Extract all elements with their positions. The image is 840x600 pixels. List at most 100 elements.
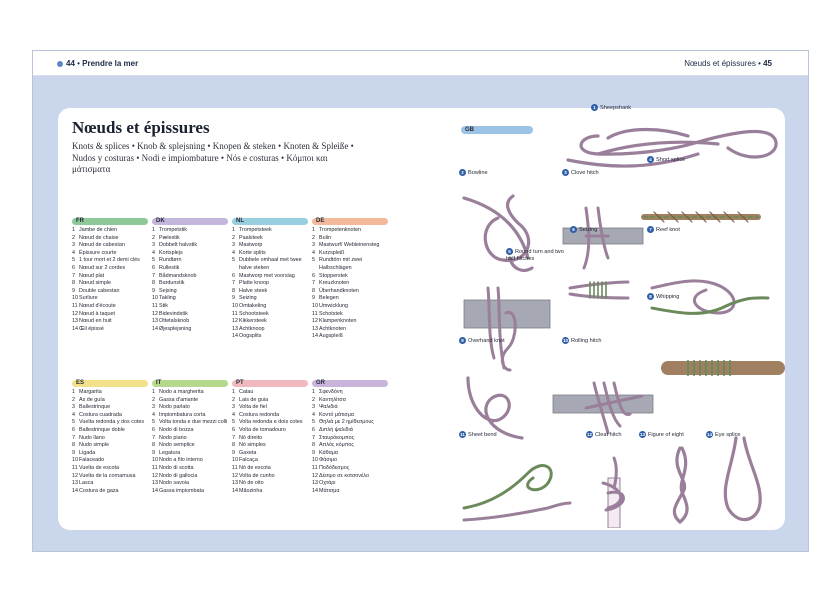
term-text: Oogsplits xyxy=(239,333,262,340)
term-number: 13 xyxy=(152,480,158,487)
term-entry: 7 Platte knoop xyxy=(232,280,308,288)
language-header-fr: FR xyxy=(72,218,148,225)
term-text: Διπλή ψαλιδιά xyxy=(319,426,353,433)
knot-number-badge: 10 xyxy=(562,337,569,344)
reef-knot-illustration xyxy=(650,279,770,315)
term-text: Σφενδόνη xyxy=(319,389,343,395)
term-text: Vuelta de escota xyxy=(79,464,119,471)
term-text: Dubbele omhaal met twee halve steken xyxy=(239,257,302,271)
page-title: Nœuds et épissures xyxy=(72,118,210,137)
term-number: 10 xyxy=(312,302,318,309)
term-number: 4 xyxy=(72,249,75,256)
term-text: Überhandknoten xyxy=(319,287,359,294)
term-number: 12 xyxy=(232,318,238,325)
round-turn-illustration xyxy=(463,286,551,372)
term-number: 11 xyxy=(232,310,238,317)
eye-splice-illustration xyxy=(723,436,762,521)
term-text: Øjesplejsning xyxy=(159,325,192,332)
bowline-illustration xyxy=(462,194,534,272)
term-number: 3 xyxy=(152,242,155,249)
term-text: Nudo simple xyxy=(79,442,109,449)
sheet-bend-illustration xyxy=(462,464,572,522)
term-text: Costura redonda xyxy=(239,411,280,418)
term-text: Stopperstek xyxy=(319,272,348,279)
term-number: 6 xyxy=(312,272,315,279)
term-text: Ottetalsknob xyxy=(159,318,190,325)
term-number: 2 xyxy=(72,234,75,241)
term-number: 2 xyxy=(152,234,155,241)
term-number: 12 xyxy=(152,310,158,317)
overhand-illustration xyxy=(466,376,524,440)
term-text: Bådmandsknob xyxy=(159,272,197,279)
term-text: Falaceado xyxy=(79,457,105,464)
term-text: Double cabestan xyxy=(79,287,120,294)
term-text: Trompetstik xyxy=(159,227,187,233)
term-number: 14 xyxy=(152,487,158,494)
term-text: Catau xyxy=(239,389,254,395)
term-number: 7 xyxy=(72,434,75,441)
left-page-header: 44 • Prendre la mer xyxy=(57,59,138,68)
term-text: Mãozinha xyxy=(239,487,263,494)
term-text: Margarita xyxy=(79,389,102,395)
language-header-nl: NL xyxy=(232,218,308,225)
term-number: 14 xyxy=(72,487,78,494)
term-number: 13 xyxy=(312,480,318,487)
term-number: 9 xyxy=(152,449,155,456)
language-header-gr: GR xyxy=(312,380,388,387)
term-text: Achtknoop xyxy=(239,325,265,332)
term-number: 5 xyxy=(232,419,235,426)
term-text: Rundtørn xyxy=(159,257,182,264)
term-text: Nodo a margherita xyxy=(159,389,204,395)
term-text: Rullestik xyxy=(159,264,180,271)
term-number: 2 xyxy=(312,396,315,403)
term-text: Platte knoop xyxy=(239,280,269,287)
term-number: 6 xyxy=(152,264,155,271)
term-number: 10 xyxy=(72,295,78,302)
term-text: Gaxeta xyxy=(239,449,257,456)
language-header-de: DE xyxy=(312,218,388,225)
term-number: 5 xyxy=(312,257,315,264)
term-text: Nœud à taquet xyxy=(79,310,115,317)
term-text: Dobbelt halvstik xyxy=(159,242,198,249)
term-text: Nó simples xyxy=(239,442,266,449)
term-text: Φάσιμο xyxy=(319,457,338,464)
knot-number-badge: 6 xyxy=(570,226,577,233)
running-header: 44 • Prendre la mer Nœuds et épissures •… xyxy=(33,51,808,76)
language-header-it: IT xyxy=(152,380,228,387)
term-number: 7 xyxy=(232,280,235,287)
seizing-illustration xyxy=(568,280,630,300)
term-text: Nodo di scotta xyxy=(159,464,194,471)
term-number: 12 xyxy=(72,472,78,479)
knot-name: Cleat hitch xyxy=(595,431,622,438)
knot-name: Seizing xyxy=(579,226,598,233)
term-text: Lasca xyxy=(79,480,94,487)
knot-number-badge: 12 xyxy=(586,431,593,438)
